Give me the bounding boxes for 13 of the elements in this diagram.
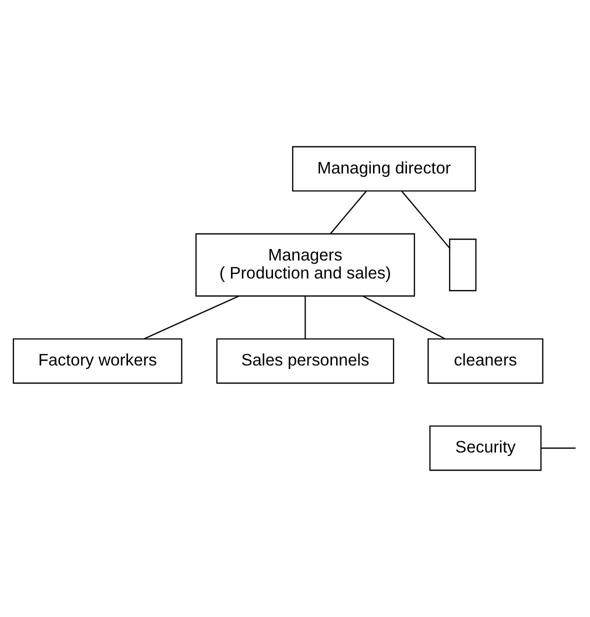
node-box [449,238,476,292]
connector [362,296,446,340]
node-box: Security [429,425,542,471]
node-box: Managing director [292,146,476,192]
connector [541,448,576,449]
node-box: Factory workers [12,338,182,384]
connector [304,296,306,339]
node-box: cleaners [428,338,544,384]
node-box: Sales personnels [216,338,394,384]
connector [330,190,367,234]
connector [144,295,240,340]
connector [401,190,450,248]
node-box: Managers ( Production and sales) [195,233,416,297]
